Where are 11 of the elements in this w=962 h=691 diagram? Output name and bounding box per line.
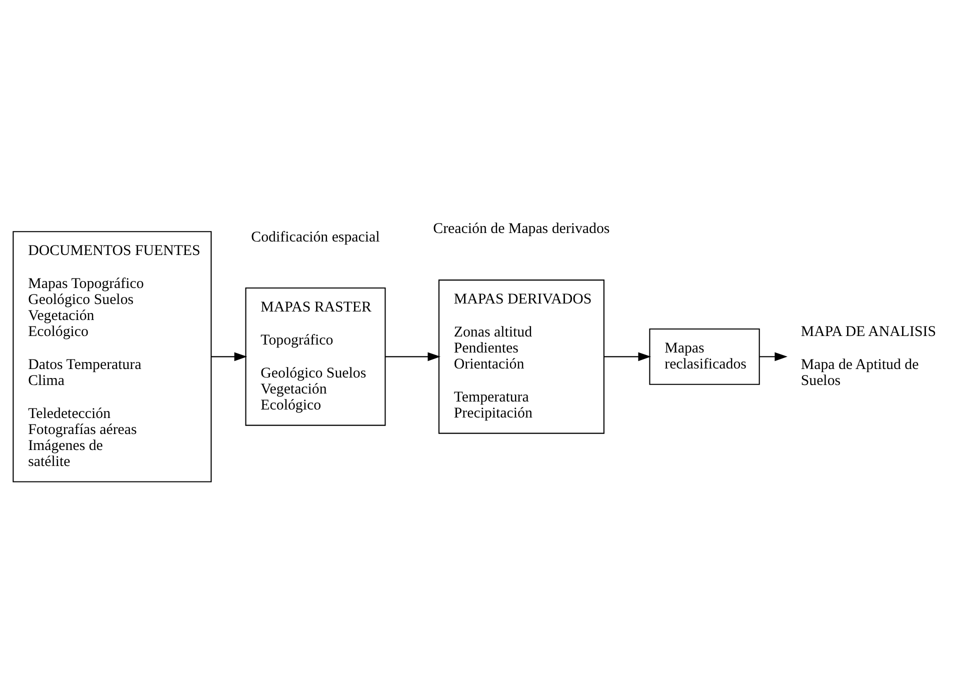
arrow — [760, 352, 788, 362]
arrow — [385, 352, 441, 362]
label: Codificación espacial — [251, 229, 380, 246]
node-text: MAPA DE ANALISIS Mapa de Aptitud de Suelos — [800, 324, 936, 390]
node-box: MAPAS RASTER Topográfico Geológico Suelos Vegetación Ecológico — [245, 288, 386, 426]
arrow — [604, 352, 651, 362]
node-box: MAPAS DERIVADOS Zonas altitud Pendientes Orientación Temperatura Precipitación — [438, 280, 604, 434]
node-box: Mapas reclasificados — [649, 328, 760, 385]
node-box: DOCUMENTOS FUENTES Mapas Topográfico Geológico Suelos Vegetación Ecológico Datos Temperatura Clima Teledetección Fotografías aéreas Imágenes de satélite — [12, 231, 212, 482]
arrow — [211, 352, 248, 362]
label: Creación de Mapas derivados — [433, 220, 610, 237]
